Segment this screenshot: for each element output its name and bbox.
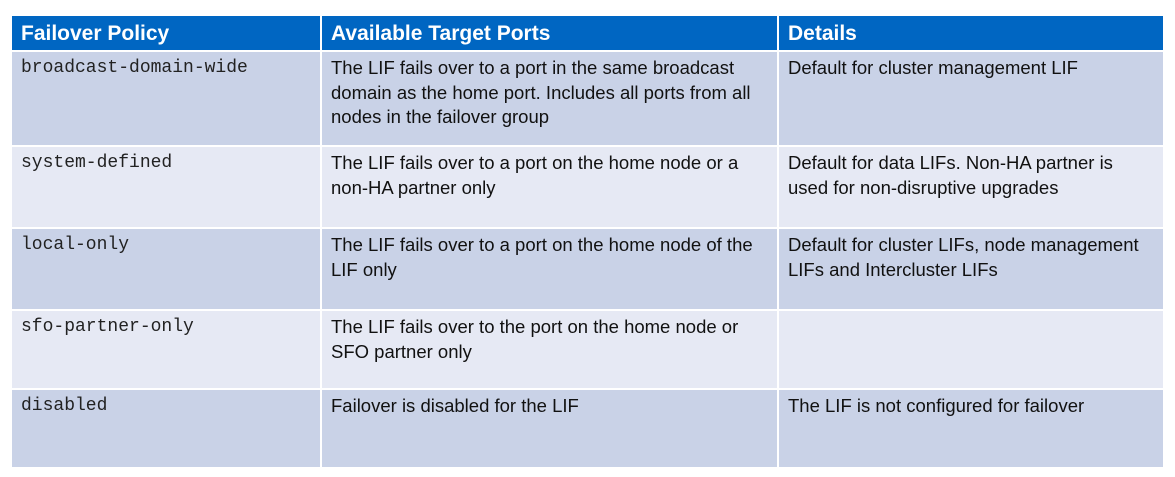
policy-cell: local-only <box>12 229 322 311</box>
ports-cell: Failover is disabled for the LIF <box>322 390 779 467</box>
table-row: local-only The LIF fails over to a port … <box>12 229 1163 311</box>
policy-cell: system-defined <box>12 147 322 229</box>
policy-cell: broadcast-domain-wide <box>12 52 322 147</box>
header-failover-policy: Failover Policy <box>12 16 322 52</box>
details-cell: Default for data LIFs. Non-HA partner is… <box>779 147 1163 229</box>
details-cell <box>779 311 1163 390</box>
ports-cell: The LIF fails over to a port on the home… <box>322 147 779 229</box>
failover-policy-table: Failover Policy Available Target Ports D… <box>12 16 1163 467</box>
ports-cell: The LIF fails over to the port on the ho… <box>322 311 779 390</box>
details-cell: Default for cluster LIFs, node managemen… <box>779 229 1163 311</box>
table-row: disabled Failover is disabled for the LI… <box>12 390 1163 467</box>
policy-cell: sfo-partner-only <box>12 311 322 390</box>
header-available-target-ports: Available Target Ports <box>322 16 779 52</box>
header-details: Details <box>779 16 1163 52</box>
table-row: sfo-partner-only The LIF fails over to t… <box>12 311 1163 390</box>
ports-cell: The LIF fails over to a port on the home… <box>322 229 779 311</box>
table-row: system-defined The LIF fails over to a p… <box>12 147 1163 229</box>
table-row: broadcast-domain-wide The LIF fails over… <box>12 52 1163 147</box>
table-header-row: Failover Policy Available Target Ports D… <box>12 16 1163 52</box>
policy-cell: disabled <box>12 390 322 467</box>
details-cell: Default for cluster management LIF <box>779 52 1163 147</box>
ports-cell: The LIF fails over to a port in the same… <box>322 52 779 147</box>
details-cell: The LIF is not configured for failover <box>779 390 1163 467</box>
